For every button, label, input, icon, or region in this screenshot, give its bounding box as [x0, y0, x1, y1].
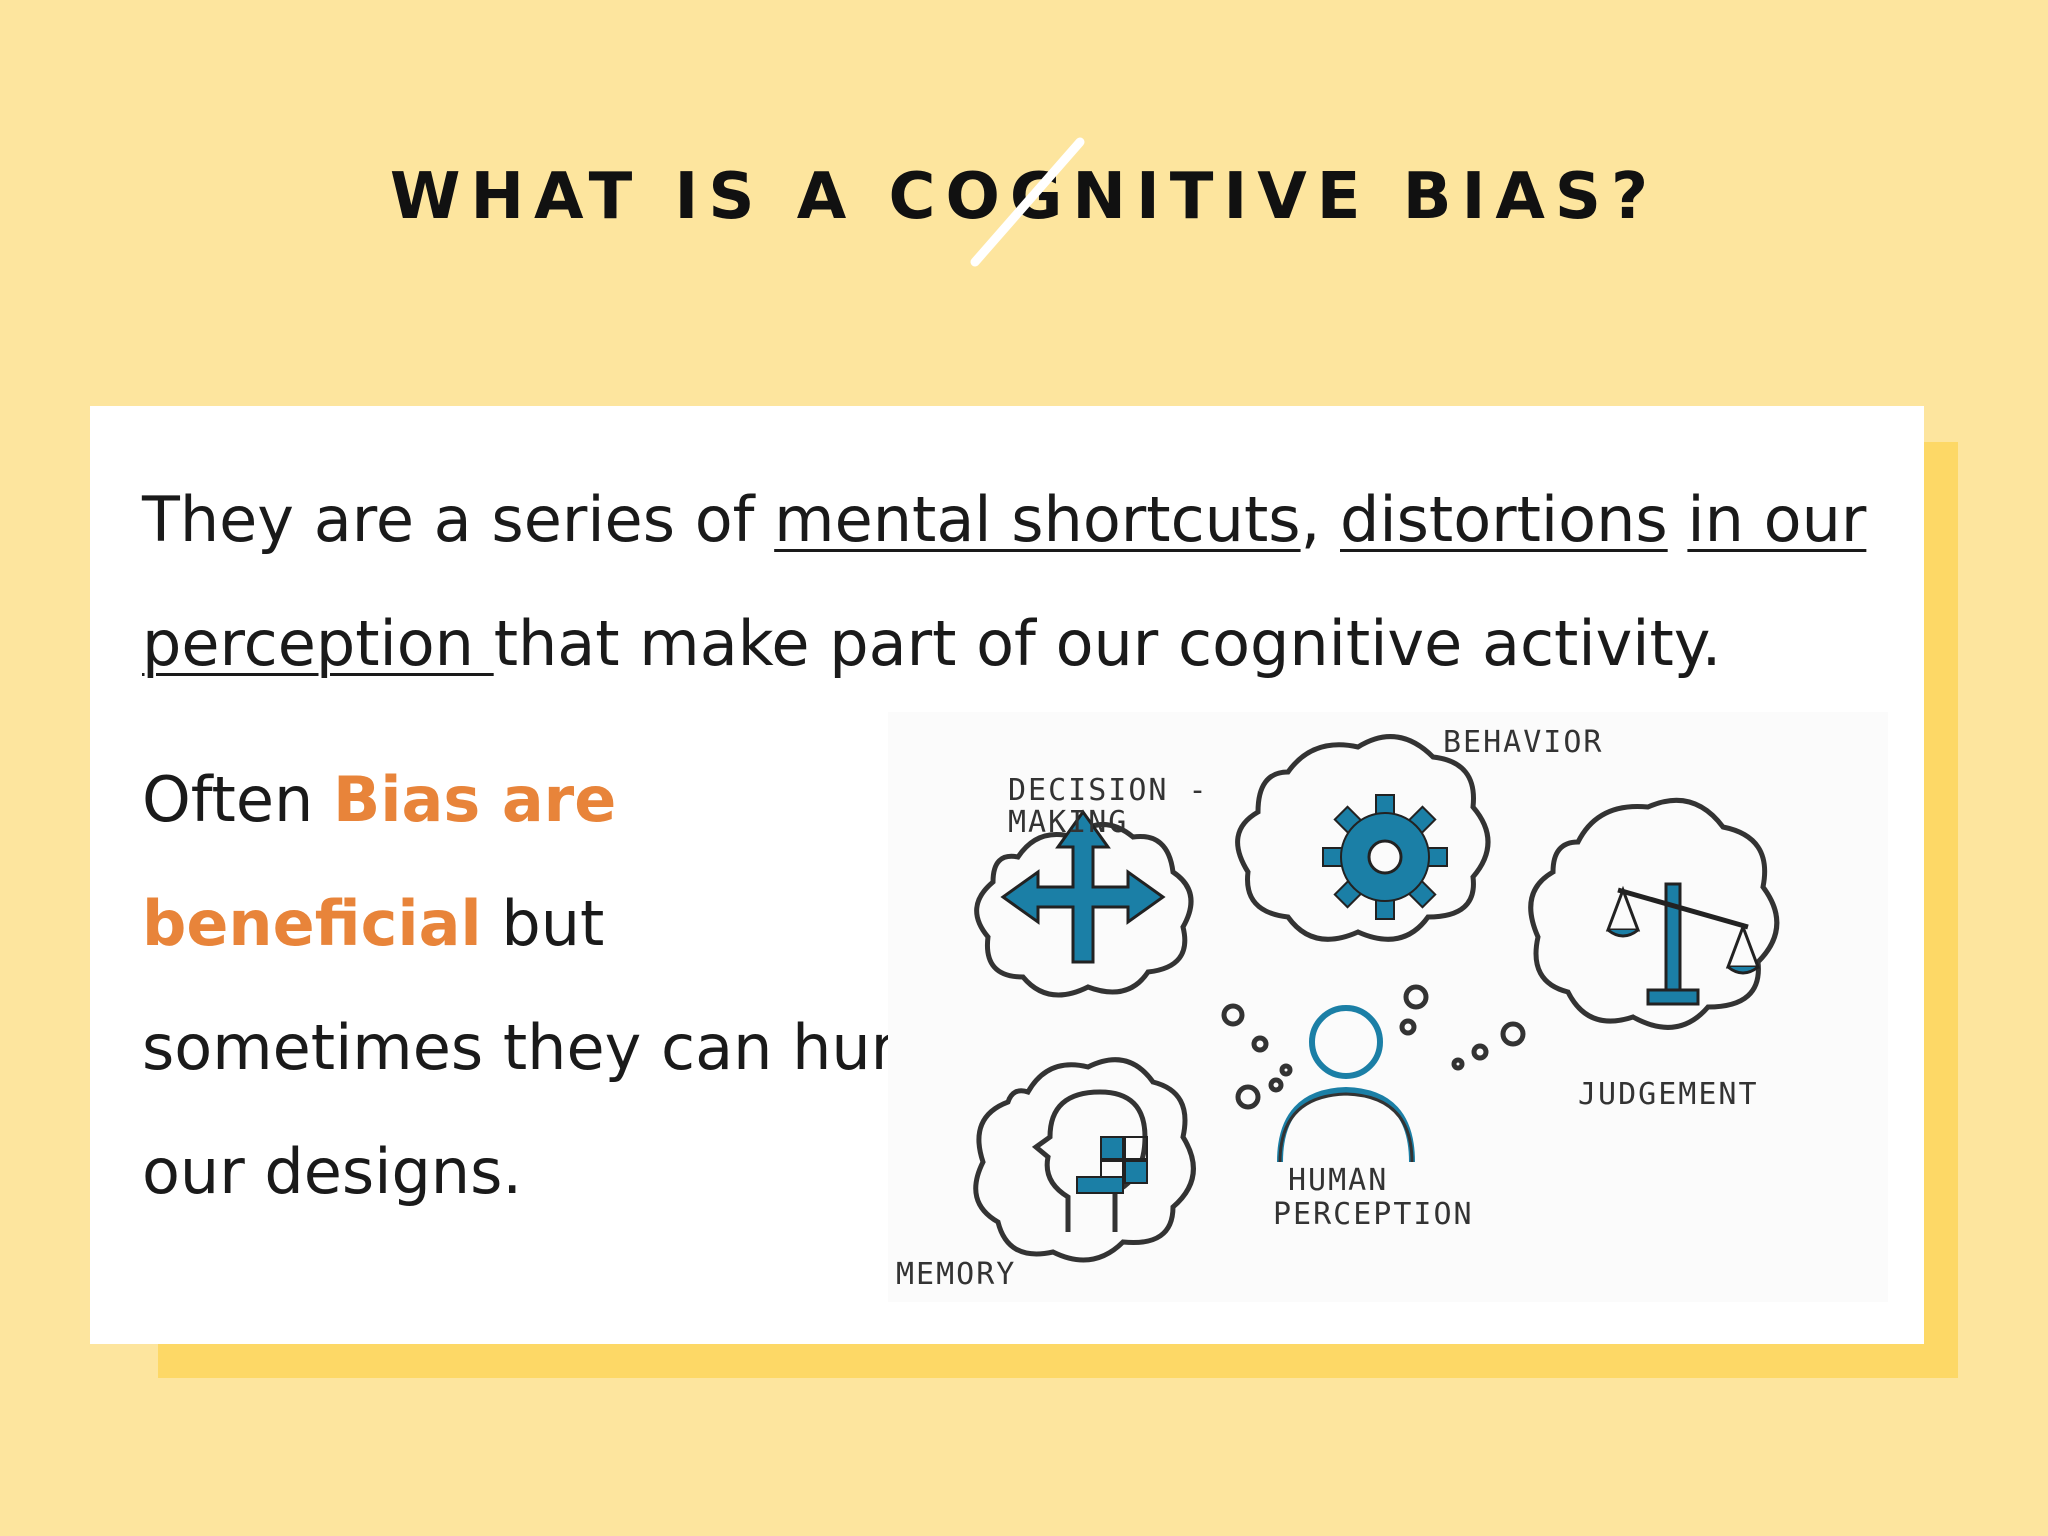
- scale-icon: [1605, 882, 1761, 1006]
- definition-separator: ,: [1300, 483, 1340, 556]
- bias-highlight: Bias are beneficial: [142, 763, 617, 960]
- gear-icon: [1322, 794, 1448, 920]
- cognitive-bias-illustration: BEHAVIOR DECISION - MAKING JUDGEMENT HUM…: [888, 712, 1888, 1302]
- label-human-2: PERCEPTION: [1273, 1197, 1474, 1232]
- definition-space: [1668, 483, 1688, 556]
- perception-link[interactable]: in our perception: [142, 483, 1867, 680]
- judgement-cloud: [1528, 797, 1780, 1030]
- mental-shortcuts-link[interactable]: mental shortcuts: [774, 483, 1301, 556]
- decision-cloud: [974, 822, 1194, 998]
- label-memory: MEMORY: [896, 1257, 1016, 1292]
- definition-text: They are a series of: [142, 483, 775, 556]
- label-decision-1: DECISION -: [1008, 773, 1209, 808]
- distortions-link[interactable]: distortions: [1340, 483, 1668, 556]
- title-slash-decoration: [970, 137, 1085, 267]
- bias-paragraph: Often Bias are beneficial but sometimes …: [142, 738, 962, 1234]
- definition-text-end: that make part of our cognitive activity…: [493, 607, 1722, 680]
- person-head: [1309, 1005, 1383, 1079]
- bias-text-end: but sometimes they can hurt our designs.: [142, 887, 921, 1208]
- page-title: WHAT IS A COGNITIVE BIAS?: [389, 160, 1659, 234]
- memory-blocks-icon: [1076, 1136, 1148, 1194]
- decision-arrow-icon: [1000, 809, 1166, 964]
- label-decision-2: MAKING: [1008, 805, 1128, 840]
- definition-paragraph: They are a series of mental shortcuts, d…: [142, 458, 1892, 706]
- label-behavior: BEHAVIOR: [1443, 725, 1604, 760]
- label-judgement: JUDGEMENT: [1578, 1077, 1759, 1112]
- bias-text-start: Often: [142, 763, 333, 836]
- behavior-cloud: [1235, 734, 1491, 942]
- memory-cloud: [973, 1057, 1196, 1263]
- label-human-1: HUMAN: [1288, 1163, 1388, 1198]
